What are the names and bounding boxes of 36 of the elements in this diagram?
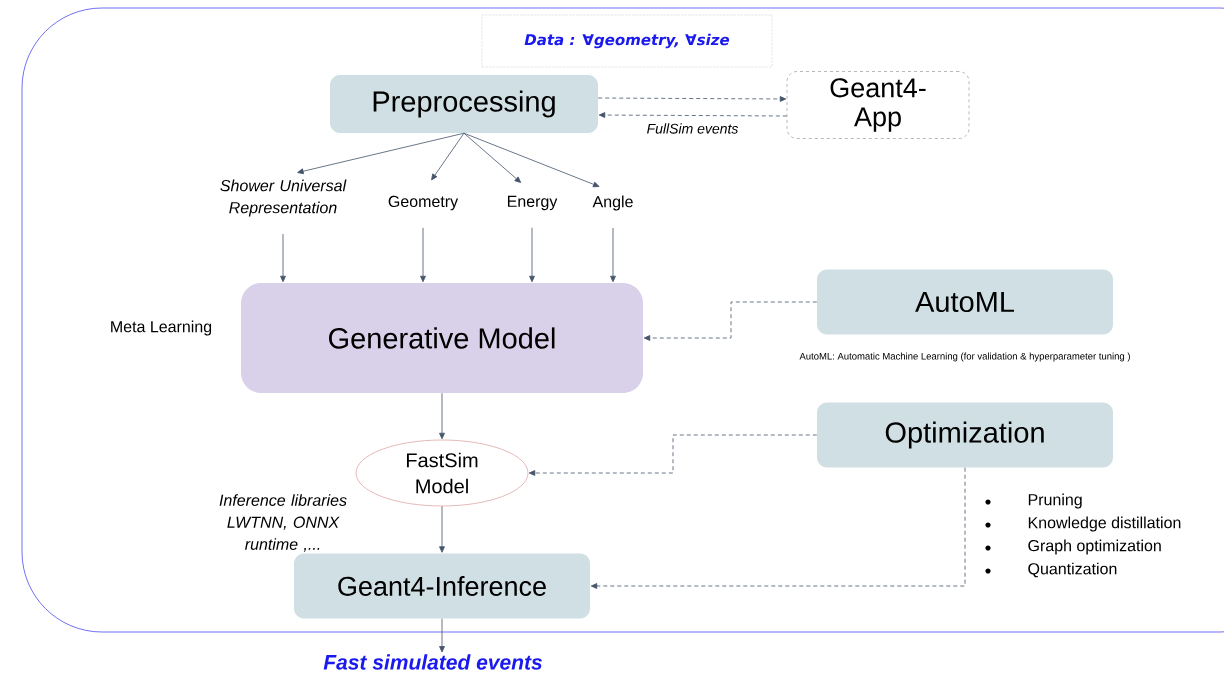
arrow bbox=[463, 132, 522, 183]
arrow bbox=[280, 233, 286, 283]
arrow bbox=[439, 392, 445, 440]
arrow bbox=[463, 132, 600, 188]
process-box: Geant4- App bbox=[786, 71, 970, 139]
arrow bbox=[529, 227, 535, 283]
bullet-item: Graph optimization bbox=[985, 539, 1161, 555]
process-box: Geant4-Inference bbox=[294, 553, 590, 619]
input-label: Energy bbox=[508, 195, 558, 211]
output-label: Fast simulated events bbox=[323, 654, 542, 670]
model-box: Generative Model bbox=[241, 283, 643, 393]
process-box: Preprocessing bbox=[330, 75, 598, 133]
arrow bbox=[598, 112, 788, 118]
arrow bbox=[528, 434, 818, 476]
process-box: AutoML bbox=[817, 269, 1113, 335]
arrow bbox=[590, 467, 966, 589]
bullet-item: Quantization bbox=[985, 562, 1117, 578]
annotation-text: Meta Learning bbox=[111, 320, 212, 336]
arrow bbox=[439, 505, 445, 553]
input-label: Geometry bbox=[388, 195, 459, 211]
arrow bbox=[643, 301, 818, 341]
edge-label: FullSim events bbox=[645, 122, 740, 135]
arrow bbox=[297, 132, 465, 175]
input-label: Shower Universal Representation bbox=[220, 179, 347, 217]
arrow bbox=[420, 227, 426, 283]
process-box: Optimization bbox=[817, 402, 1113, 468]
arrow bbox=[597, 96, 787, 102]
arrow bbox=[439, 618, 445, 653]
bullet-item: Pruning bbox=[985, 493, 1082, 509]
arrow bbox=[610, 227, 616, 283]
caption-text: AutoML: Automatic Machine Learning (for validation & hyperparameter tuning ) bbox=[799, 352, 1130, 362]
input-label: Angle bbox=[592, 195, 633, 211]
bullet-item: Knowledge distillation bbox=[985, 516, 1181, 532]
annotation-text: Inference libraries LWTNN, ONNX runtime ,... bbox=[219, 494, 347, 552]
data-box: Data : ∀geometry, ∀size bbox=[481, 14, 773, 68]
arrow bbox=[431, 132, 465, 181]
